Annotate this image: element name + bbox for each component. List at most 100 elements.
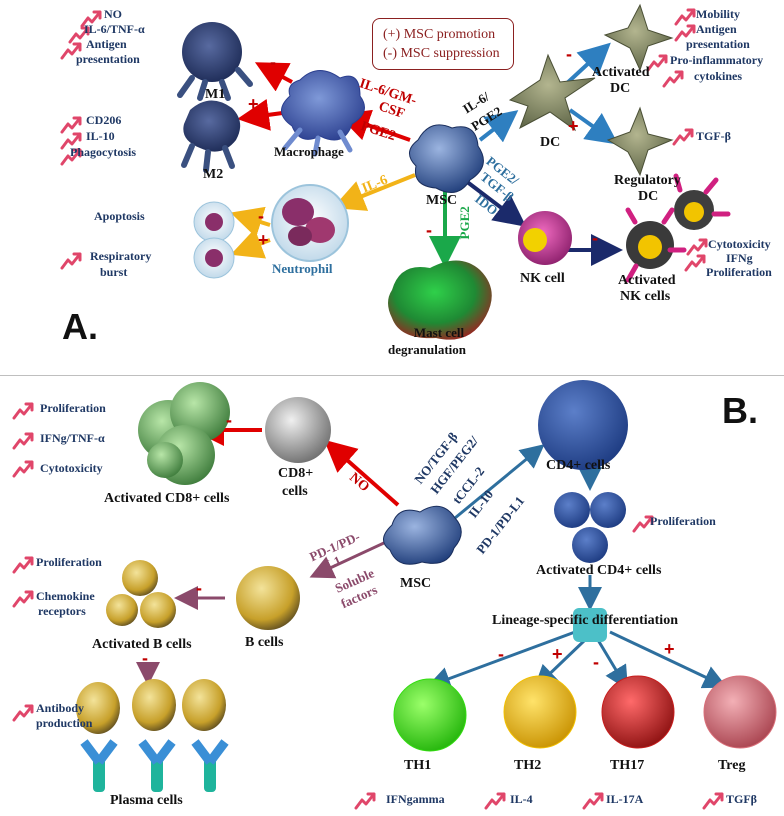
up-trend-icon: [12, 432, 34, 450]
sign-th1-minus: -: [498, 644, 504, 664]
th1-cell: [393, 678, 467, 752]
apoptosis-label: Apoptosis: [94, 209, 145, 223]
up-trend-icon: [702, 792, 724, 810]
up-trend-icon: [12, 590, 34, 608]
panel-a-label: A.: [62, 306, 98, 347]
arrow-lineage-to-th1: [426, 630, 576, 690]
arrow-msc-to-dc: [478, 110, 519, 143]
regulatory-dc-effect: TGF-β: [696, 129, 731, 143]
activated-nk-line-1: Activated: [618, 273, 676, 288]
arrow-lineage-to-th17: [596, 639, 629, 691]
up-trend-icon: [484, 792, 506, 810]
activated-dc-effect-5: cytokines: [694, 69, 742, 83]
cd8-line-1: CD8+: [278, 466, 314, 481]
th2-cell: [503, 675, 577, 749]
macrophage-label: Macrophage: [274, 144, 344, 159]
panel-b-label: B.: [722, 390, 758, 431]
sign-dc-plus: +: [568, 116, 579, 136]
up-trend-icon: [60, 148, 82, 166]
dc-cell: [508, 53, 596, 132]
apoptotic-neutrophil: [193, 201, 235, 243]
m1-label: M1: [205, 87, 226, 102]
sign-b-minus: -: [196, 578, 202, 598]
activated-b-label: Activated B cells: [92, 637, 192, 652]
sign-neut-plus: +: [258, 230, 269, 250]
up-trend-icon: [60, 132, 82, 150]
m1-effect-antigen: Antigen: [86, 37, 127, 51]
plasma-effect-2: production: [36, 716, 93, 730]
sign-m1-minus: -: [270, 52, 276, 72]
up-trend-icon: [354, 792, 376, 810]
cd8-effect-1: Proliferation: [40, 401, 106, 415]
sign-th17-minus: -: [593, 652, 599, 672]
treg-cell: [703, 675, 777, 749]
up-trend-icon: [12, 402, 34, 420]
legend-promotion: (+) MSC promotion: [383, 27, 496, 42]
arrow-msc-to-cd4: [454, 444, 545, 520]
cd4-label: CD4+ cells: [546, 458, 611, 473]
up-trend-icon: [632, 515, 654, 533]
arrow-msc-to-cd8: [324, 439, 400, 507]
neutrophil-label: Neutrophil: [272, 261, 333, 276]
up-trend-icon: [12, 556, 34, 574]
activated-dc-effect-3: presentation: [686, 37, 750, 51]
sign-th2-plus: +: [552, 644, 563, 664]
m2-cell: [181, 100, 241, 173]
sign-plasma-minus: -: [142, 648, 148, 668]
treg-label: Treg: [718, 758, 746, 773]
sign-nk-minus: -: [592, 228, 598, 248]
arrow-neut-to-apoptosis: [230, 206, 271, 238]
resp-burst-line-1: Respiratory: [90, 249, 152, 263]
activated-dc-effect-2: Antigen: [696, 22, 737, 36]
th17-cell: [601, 675, 675, 749]
m2-effect-il10: IL-10: [86, 129, 115, 143]
plasma-cells: [76, 679, 226, 734]
th1-label: TH1: [404, 758, 432, 773]
arrow-neut-to-burst: [230, 228, 271, 259]
arrow-dc-to-activated: [563, 42, 611, 87]
msc-cell-a: [409, 124, 484, 193]
sign-neut-minus: -: [258, 206, 264, 226]
activated-dc-effect-4: Pro-inflammatory: [670, 53, 764, 67]
burst-neutrophil: [193, 237, 235, 279]
m2-label: M2: [203, 167, 224, 182]
up-trend-icon: [80, 10, 102, 28]
cd8-effect-3: Cytotoxicity: [40, 461, 103, 475]
regulatory-dc-nk-cell: [673, 173, 731, 230]
nk-effect-2: IFNg: [726, 251, 753, 265]
up-trend-icon: [68, 26, 90, 44]
lineage-node: [573, 608, 607, 642]
msc-label-b: MSC: [400, 576, 432, 591]
th17-effect: IL-17A: [606, 792, 644, 806]
arrow-msc-to-b: [309, 540, 387, 579]
plasma-label: Plasma cells: [110, 793, 183, 808]
arrow-msc-to-neutrophil: [332, 173, 416, 211]
activated-dc-line-2: DC: [610, 81, 631, 96]
b-cells-label: B cells: [245, 635, 284, 650]
antibody-2-icon: [138, 739, 176, 792]
arrow-dc-to-regulatory: [568, 108, 619, 145]
up-trend-icon: [662, 70, 684, 88]
activated-cd8-label: Activated CD8+ cells: [104, 491, 230, 506]
cd4-effect: Proliferation: [650, 514, 716, 528]
up-trend-icon: [12, 460, 34, 478]
sign-mast-minus: -: [426, 220, 432, 240]
up-trend-icon: [60, 116, 82, 134]
up-trend-icon: [686, 238, 708, 256]
mast-cell: [388, 260, 492, 340]
th1-effect: IFNgamma: [386, 792, 445, 806]
neutrophil-cell: [271, 184, 349, 262]
cd8-line-2: cells: [282, 484, 308, 499]
m2-effect-cd206: CD206: [86, 113, 122, 127]
resp-burst-line-2: burst: [100, 265, 128, 279]
signs-panel-a: - + - + - - + -: [248, 44, 598, 250]
nk-effect-3: Proliferation: [706, 265, 772, 279]
arrow-lineage-to-treg: [609, 630, 728, 689]
up-trend-icon: [684, 254, 706, 272]
up-trend-icon: [582, 792, 604, 810]
regulatory-dc-cell: [606, 106, 674, 177]
b-effect-1: Proliferation: [36, 555, 102, 569]
regulatory-dc-line-2: DC: [638, 189, 659, 204]
arrow-mac-to-m1: [254, 62, 293, 92]
mast-mediator: PGE2: [456, 206, 472, 240]
